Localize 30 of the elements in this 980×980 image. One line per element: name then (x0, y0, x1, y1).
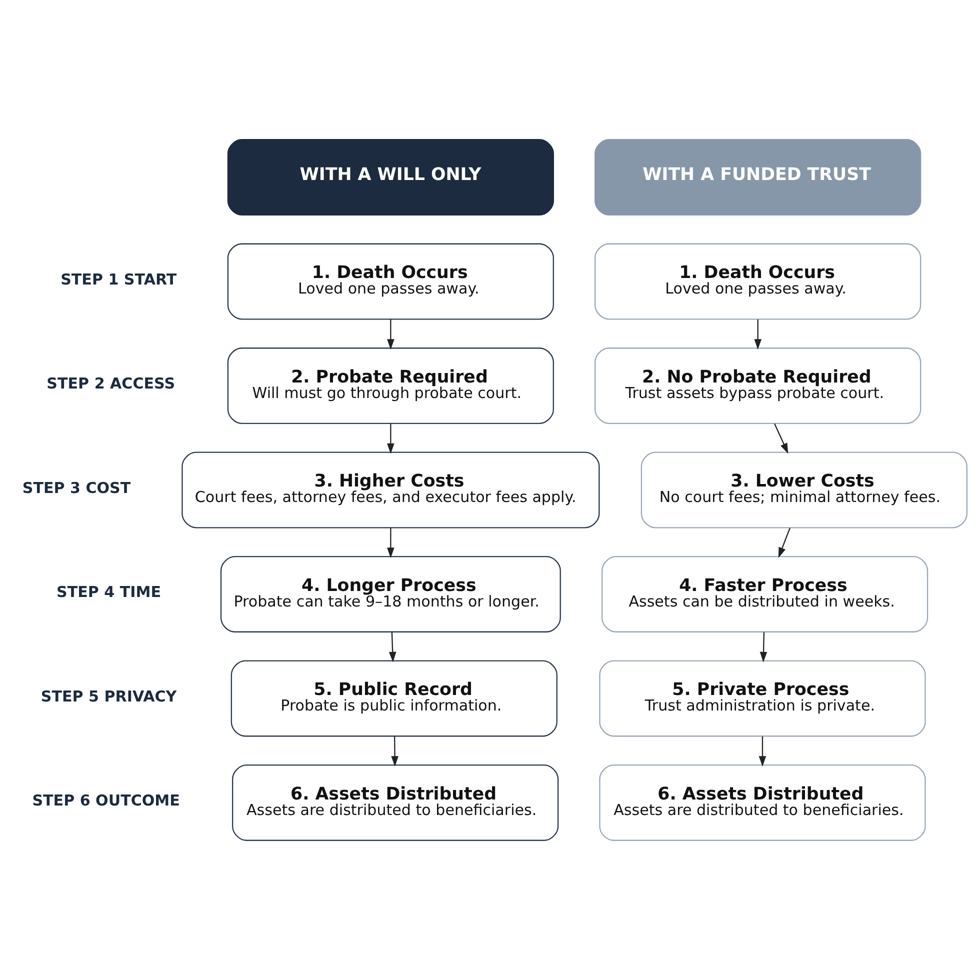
arrow (391, 736, 398, 767)
arrow (754, 319, 762, 350)
label: STEP 1 START (60, 270, 177, 288)
arrow (774, 423, 788, 454)
node-box: 5. Private Process Trust administration is private. (599, 660, 926, 737)
node-box: 3. Lower Costs No court fees; minimal attorney fees. (640, 452, 968, 528)
label: STEP 2 ACCESS (46, 374, 176, 393)
arrow (387, 528, 394, 558)
arrow (387, 319, 394, 350)
arrow (760, 632, 768, 662)
node-box: 2. No Probate Required Trust assets bypass probate court. (594, 348, 922, 424)
node-box: WITH A FUNDED TRUST (594, 139, 922, 216)
node-box: 1. Death Occurs Loved one passes away. (227, 243, 554, 320)
label: STEP 4 TIME (56, 583, 161, 602)
arrow (778, 528, 790, 558)
label: STEP 5 PRIVACY (40, 687, 177, 706)
label: STEP 3 COST (22, 478, 131, 497)
node-box: 6. Assets Distributed Assets are distributed to beneficiaries. (232, 764, 559, 841)
node-box: 4. Faster Process Assets can be distributed in weeks. (601, 556, 928, 632)
node-box: 3. Higher Costs Court fees, attorney fees, and executor fees apply. (182, 452, 600, 528)
label: STEP 6 OUTCOME (32, 792, 180, 810)
node-box: 1. Death Occurs Loved one passes away. (594, 243, 922, 320)
node-box: 2. Probate Required Will must go through probate court. (227, 348, 554, 424)
arrow (758, 736, 766, 767)
node-box: 4. Longer Process Probate can take 9–18 months or longer. (220, 556, 561, 632)
node-box: 6. Assets Distributed Assets are distributed to beneficiaries. (599, 764, 926, 841)
arrow (387, 424, 394, 454)
node-box: WITH A WILL ONLY (227, 139, 554, 216)
node-box: 5. Public Record Probate is public information. (230, 660, 558, 737)
arrow (388, 632, 396, 662)
